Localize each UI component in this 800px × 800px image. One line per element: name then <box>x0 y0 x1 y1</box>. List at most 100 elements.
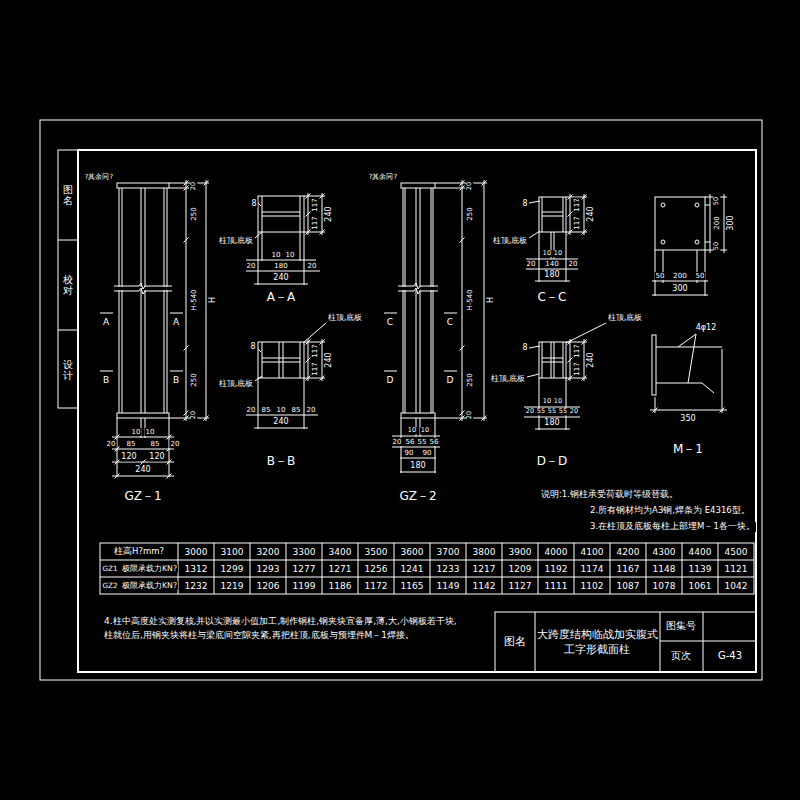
dimension-text: 20 <box>106 440 117 448</box>
drawing-label: C <box>446 317 454 327</box>
dimension-text: 180 <box>409 461 426 470</box>
dimension-text: 8 <box>521 199 528 208</box>
table-cell: 3800 <box>472 546 497 556</box>
column-gz2 <box>384 180 487 473</box>
table-cell: 4100 <box>580 546 605 556</box>
table-cell: 3600 <box>400 546 425 556</box>
dimension-text: 117 <box>311 361 319 376</box>
table-cell: 3300 <box>292 546 317 556</box>
base-plate-line <box>661 240 665 244</box>
table-cell: 1256 <box>364 563 389 573</box>
dimension-text: 300 <box>671 284 688 293</box>
drawing-label: GZ－2 <box>398 490 437 504</box>
section-bb-line <box>262 342 300 378</box>
column-gz1-line <box>100 313 183 371</box>
base-plate-line <box>655 250 705 296</box>
dimension-text: 180 <box>543 270 560 279</box>
load-table <box>100 543 754 594</box>
dimension-text: 10 <box>131 428 142 436</box>
dimension-text: 250 <box>466 206 474 221</box>
title-strip-text: 设计 <box>62 359 74 381</box>
section-dd-line <box>566 339 587 381</box>
table-cell: 1111 <box>544 580 569 590</box>
dimension-text: 350 <box>679 414 696 423</box>
dimension-text: 250 <box>190 206 198 221</box>
dimension-text: 20 <box>466 181 473 191</box>
drawing-label: ?其余同? <box>84 173 114 181</box>
section-aa-line <box>258 196 304 232</box>
section-dd-line <box>542 342 563 378</box>
dimension-text: 240 <box>586 351 595 368</box>
column-gz2-line <box>401 183 435 188</box>
dimension-text: 20 <box>306 406 317 414</box>
embedded-part-line <box>650 349 727 413</box>
dimension-text: 10 <box>271 251 282 259</box>
table-cell: 1217 <box>472 563 497 573</box>
dimension-text: 10 <box>542 398 552 405</box>
table-cell: 1277 <box>292 563 317 573</box>
dimension-text: 50 <box>713 196 720 206</box>
section-aa-line <box>246 260 320 284</box>
section-dd-line <box>539 378 566 430</box>
drawing-label: 页次 <box>670 650 692 662</box>
dimension-text: 20 <box>569 408 579 415</box>
drawing-label: A－A <box>266 291 296 305</box>
drawing-label: C <box>386 317 394 327</box>
section-cc-line <box>526 259 578 281</box>
column-gz2-line <box>460 181 487 421</box>
dimension-text: 250 <box>466 372 474 387</box>
section-aa-line <box>304 193 325 235</box>
dimension-text: 20 <box>392 438 403 446</box>
dimension-text: 240 <box>586 205 595 222</box>
drawing-label: 2.所有钢材均为A3钢,焊条为 E4316型。 <box>589 506 751 516</box>
dimension-text: 250 <box>190 372 198 387</box>
table-cell: 1293 <box>256 563 281 573</box>
dimension-text: 20 <box>190 181 197 191</box>
drawing-label: A <box>172 317 180 327</box>
column-gz1-line <box>169 180 209 421</box>
dimension-text: 10 <box>407 427 417 434</box>
table-cell: 4400 <box>688 546 713 556</box>
table-cell: 1241 <box>400 563 425 573</box>
dimension-text: 56 <box>429 438 440 446</box>
section-cc-line <box>566 194 587 235</box>
base-plate-line <box>705 194 727 253</box>
table-cell: 1299 <box>220 563 245 573</box>
drawing-label: 图名 <box>503 636 527 649</box>
load-table-line <box>100 543 754 594</box>
title-block-line <box>535 612 756 672</box>
dimension-text: 117 <box>573 197 581 212</box>
dimension-text: H <box>486 296 495 304</box>
dimension-text: 20 <box>190 410 197 420</box>
dimension-text: 50 <box>655 272 666 280</box>
drawing-label: B－B <box>266 455 296 469</box>
embedded-part-line <box>653 408 725 413</box>
dimension-text: 240 <box>272 273 289 282</box>
table-cell: 极限承载力KN? <box>121 564 178 573</box>
section-bb-line <box>246 415 318 428</box>
dimension-text: 55 <box>558 408 568 415</box>
dimension-text: 180 <box>273 262 288 270</box>
drawing-label: 4φ12 <box>695 323 718 332</box>
section-cc-line <box>568 195 587 235</box>
drawing-label: 4.柱中高度处实测复核,并以实测最小值加工,制作钢柱,钢夹块宜备厚,薄,大,小钢… <box>103 615 480 642</box>
base-plate-line <box>661 203 665 207</box>
dimension-text: 85 <box>126 440 137 448</box>
section-dd-line <box>524 407 580 429</box>
drawing-label: C－C <box>537 291 568 305</box>
dimension-text: 90 <box>422 449 433 457</box>
dimension-text: 140 <box>544 260 559 268</box>
dimension-text: 10 <box>285 251 296 259</box>
dimension-text: H-540 <box>466 288 474 311</box>
drawing-label: 柱顶,底板 <box>492 236 529 245</box>
table-cell: 1149 <box>436 580 461 590</box>
section-bb <box>246 323 326 429</box>
base-plate-line <box>655 197 705 250</box>
drawing-label: 柱顶,底板 <box>607 313 644 322</box>
table-cell: 1219 <box>220 580 245 590</box>
section-bb-line <box>258 342 304 378</box>
drawing-label: 柱顶,底板 <box>218 236 255 245</box>
column-gz2-line <box>384 313 457 371</box>
dimension-text: 117 <box>311 215 319 230</box>
